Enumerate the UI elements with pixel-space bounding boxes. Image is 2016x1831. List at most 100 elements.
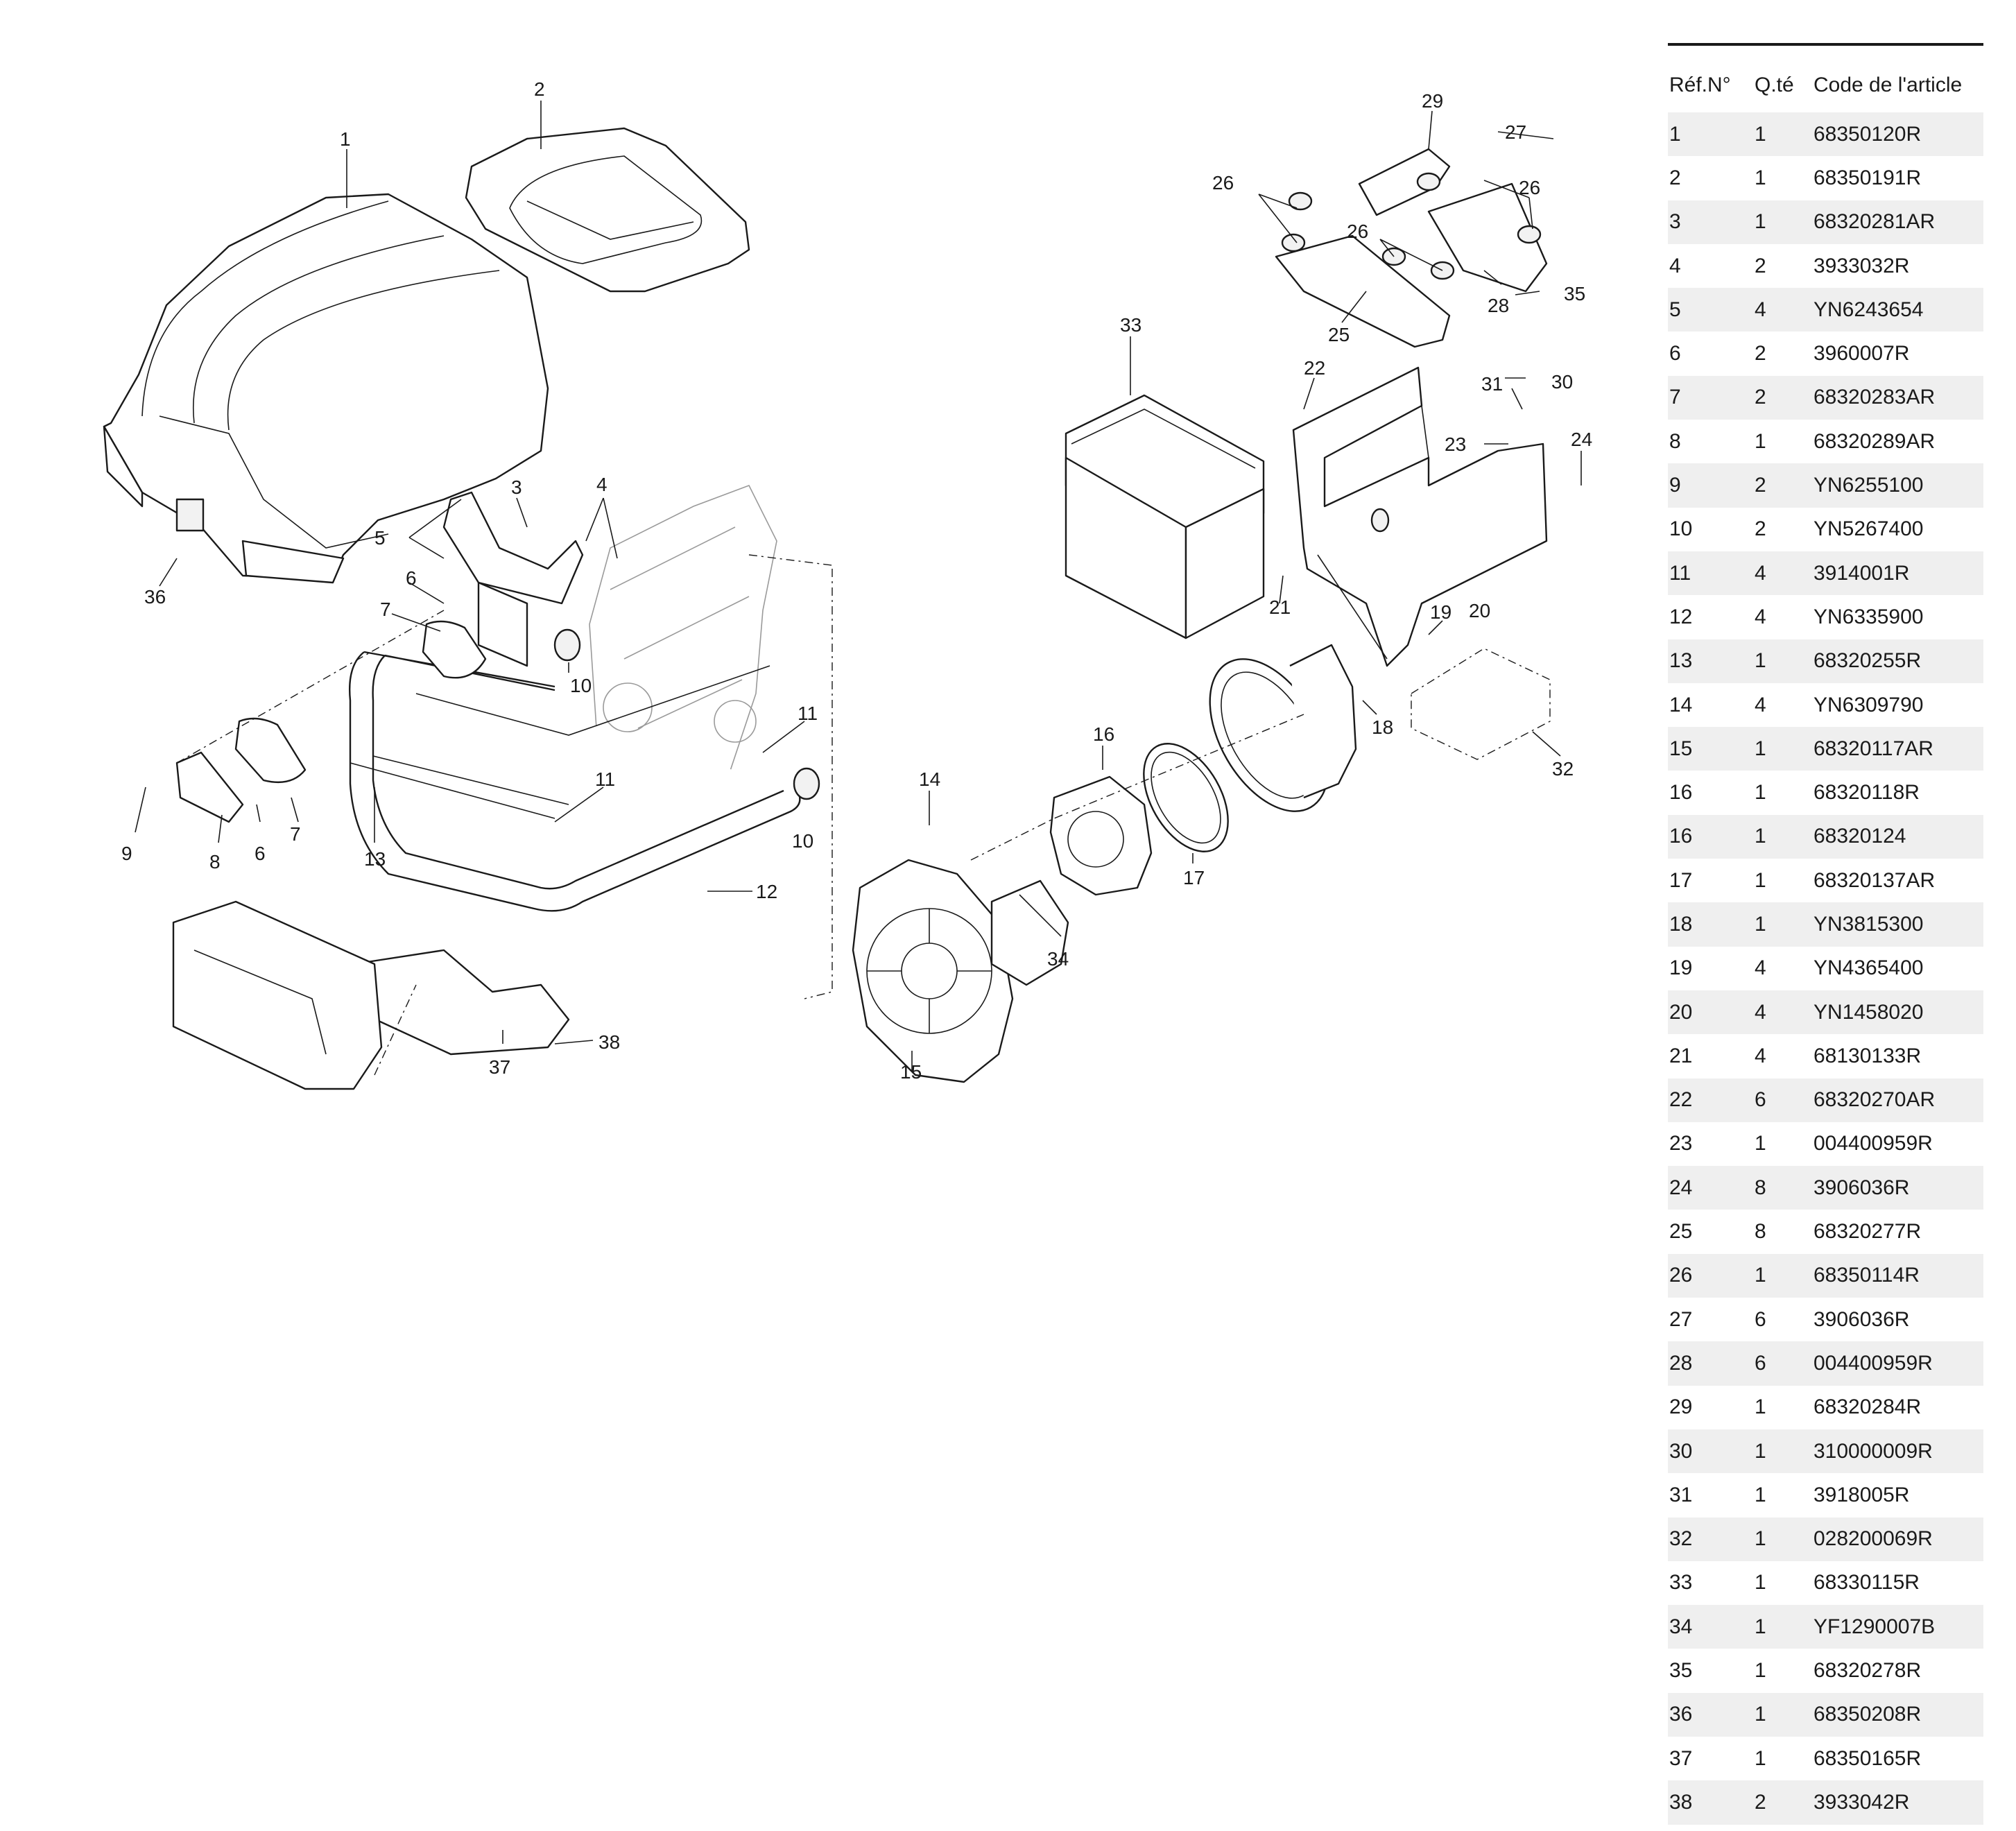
header-qty: Q.té: [1755, 74, 1794, 96]
part-rotor: [990, 775, 1153, 986]
row-code: 004400959R: [1813, 1351, 1933, 1375]
row-qty: 4: [1755, 693, 1766, 716]
header-ref: Réf.N°: [1669, 74, 1731, 96]
callout-11a: 11: [798, 703, 818, 724]
row-qty: 1: [1755, 429, 1766, 453]
row-code: 68130133R: [1813, 1044, 1922, 1067]
row-ref: 8: [1669, 429, 1681, 453]
callout-7b: 7: [290, 823, 301, 845]
row-qty: 2: [1755, 254, 1766, 277]
row-code: 68320289AR: [1813, 429, 1936, 453]
row-ref: 14: [1669, 693, 1693, 716]
row-code: 310000009R: [1813, 1439, 1933, 1463]
callout-4: 4: [596, 474, 608, 495]
row-ref: 20: [1669, 1000, 1693, 1024]
leader-lines: [135, 101, 1582, 1072]
callout-20: 20: [1469, 600, 1490, 621]
callout-5: 5: [374, 527, 386, 549]
row-ref: 1: [1669, 122, 1681, 146]
callout-32: 32: [1552, 758, 1574, 780]
row-ref: 5: [1669, 298, 1681, 321]
row-code: 68320284R: [1813, 1395, 1922, 1419]
row-qty: 1: [1755, 1527, 1766, 1551]
row-code: 68320255R: [1813, 649, 1922, 673]
row-code: YN6255100: [1813, 474, 1924, 497]
row-code: 3906036R: [1813, 1176, 1910, 1199]
row-qty: 2: [1755, 474, 1766, 497]
row-ref: 25: [1669, 1220, 1693, 1244]
part-housing: [852, 859, 1014, 1083]
callout-30: 30: [1551, 371, 1573, 393]
callout-29: 29: [1422, 90, 1443, 112]
row-qty: 1: [1755, 1132, 1766, 1155]
row-qty: 6: [1755, 1351, 1766, 1375]
row-code: 3914001R: [1813, 561, 1910, 585]
row-ref: 35: [1669, 1659, 1693, 1683]
callout-38: 38: [598, 1031, 620, 1053]
row-qty: 8: [1755, 1220, 1766, 1244]
part-sticker: [175, 498, 205, 532]
callout-10b: 10: [792, 830, 813, 852]
row-code: 68320281AR: [1813, 210, 1936, 234]
table-row: 28 6 004400959R: [1668, 1341, 1983, 1386]
row-code: 68320283AR: [1813, 386, 1936, 409]
part-stator: [1209, 644, 1357, 812]
callout-28: 28: [1488, 295, 1509, 316]
row-qty: 1: [1755, 1264, 1766, 1287]
row-code: YN6243654: [1813, 298, 1924, 321]
part-straps: [1275, 148, 1548, 348]
row-code: 68330115R: [1813, 1571, 1920, 1594]
row-ref: 23: [1669, 1132, 1693, 1155]
row-qty: 1: [1755, 1571, 1766, 1594]
callout-3: 3: [511, 476, 522, 498]
row-qty: 8: [1755, 1176, 1766, 1199]
row-qty: 1: [1755, 1703, 1766, 1726]
callout-27: 27: [1505, 121, 1526, 143]
callout-6b: 6: [255, 843, 266, 864]
row-ref: 15: [1669, 737, 1693, 760]
callout-23: 23: [1445, 433, 1466, 455]
row-code: 68320118R: [1813, 781, 1920, 805]
row-ref: 32: [1669, 1527, 1693, 1551]
row-ref: 28: [1669, 1351, 1693, 1375]
row-ref: 6: [1669, 342, 1681, 366]
row-code: 68320124: [1813, 825, 1906, 848]
row-code: 3906036R: [1813, 1307, 1910, 1331]
row-code: 68350208R: [1813, 1703, 1922, 1726]
part-plugs: [553, 628, 820, 800]
row-code: 004400959R: [1813, 1132, 1933, 1155]
row-code: 3918005R: [1813, 1483, 1910, 1506]
callout-2: 2: [534, 78, 545, 100]
row-code: YN6309790: [1813, 693, 1924, 716]
row-ref: 29: [1669, 1395, 1693, 1419]
row-ref: 10: [1669, 517, 1693, 541]
row-ref: 3: [1669, 210, 1681, 234]
row-ref: 21: [1669, 1044, 1693, 1067]
callout-37: 37: [489, 1056, 510, 1078]
row-ref: 22: [1669, 1088, 1693, 1112]
row-code: 68320278R: [1813, 1659, 1922, 1683]
row-code: YN5267400: [1813, 517, 1924, 541]
row-ref: 7: [1669, 386, 1681, 409]
row-ref: 11: [1669, 561, 1691, 585]
row-ref: 2: [1669, 166, 1681, 189]
callout-8: 8: [209, 851, 221, 872]
row-ref: 38: [1669, 1790, 1693, 1814]
